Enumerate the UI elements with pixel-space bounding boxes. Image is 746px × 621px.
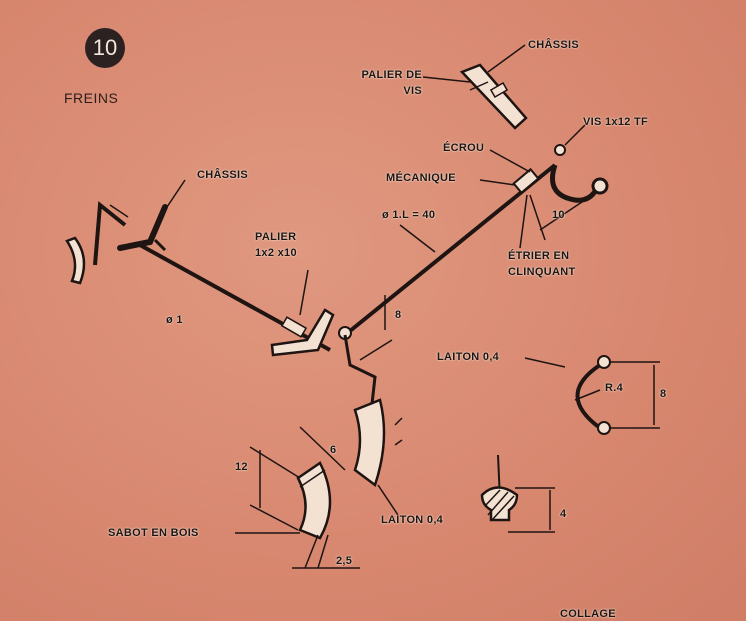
label-collage: COLLAGE (560, 608, 616, 620)
dimension-6: 6 (330, 444, 337, 456)
label-laiton-upper: LAITON 0,4 (437, 351, 500, 363)
brake-rod-long (343, 124, 609, 337)
label-palier: PALIER (255, 231, 297, 243)
section-title: FREINS (64, 90, 119, 106)
top-chassis-bracket (422, 44, 528, 130)
brass-shoe (353, 398, 403, 516)
label-palier-dim: 1x2 x10 (255, 247, 297, 259)
dimension-8-mid: 8 (395, 309, 402, 321)
label-radius: R.4 (605, 382, 624, 394)
label-vis: VIS (403, 85, 422, 97)
palier-bearing (270, 269, 335, 357)
label-vis-tf: VIS 1x12 TF (583, 116, 649, 128)
wooden-shoe (235, 426, 360, 569)
label-palier-de: PALIER DE (361, 69, 422, 81)
dimension-12: 12 (235, 461, 248, 473)
label-ecrou: ÉCROU (443, 142, 485, 154)
dimension-2-5: 2,5 (336, 555, 353, 567)
label-sabot: SABOT EN BOIS (108, 527, 199, 539)
brass-stirrup-detail (524, 355, 660, 435)
brake-lever (338, 295, 393, 423)
label-clinquant: CLINQUANT (508, 266, 576, 278)
rivet-section-detail (480, 454, 555, 533)
label-rod-long: ø 1.L = 40 (382, 209, 436, 221)
dimension-4: 4 (560, 508, 567, 520)
label-etrier: ÉTRIER EN (508, 250, 570, 262)
label-mecanique: MÉCANIQUE (386, 172, 456, 184)
label-chassis-top: CHÂSSIS (528, 39, 579, 51)
dimension-10: 10 (552, 209, 565, 221)
label-rod-short: ø 1 (166, 314, 183, 326)
label-chassis-left: CHÂSSIS (197, 169, 248, 181)
label-laiton-lower: LAITON 0,4 (381, 514, 444, 526)
dimension-8-right: 8 (660, 388, 667, 400)
section-number-badge: 10 (85, 28, 125, 68)
